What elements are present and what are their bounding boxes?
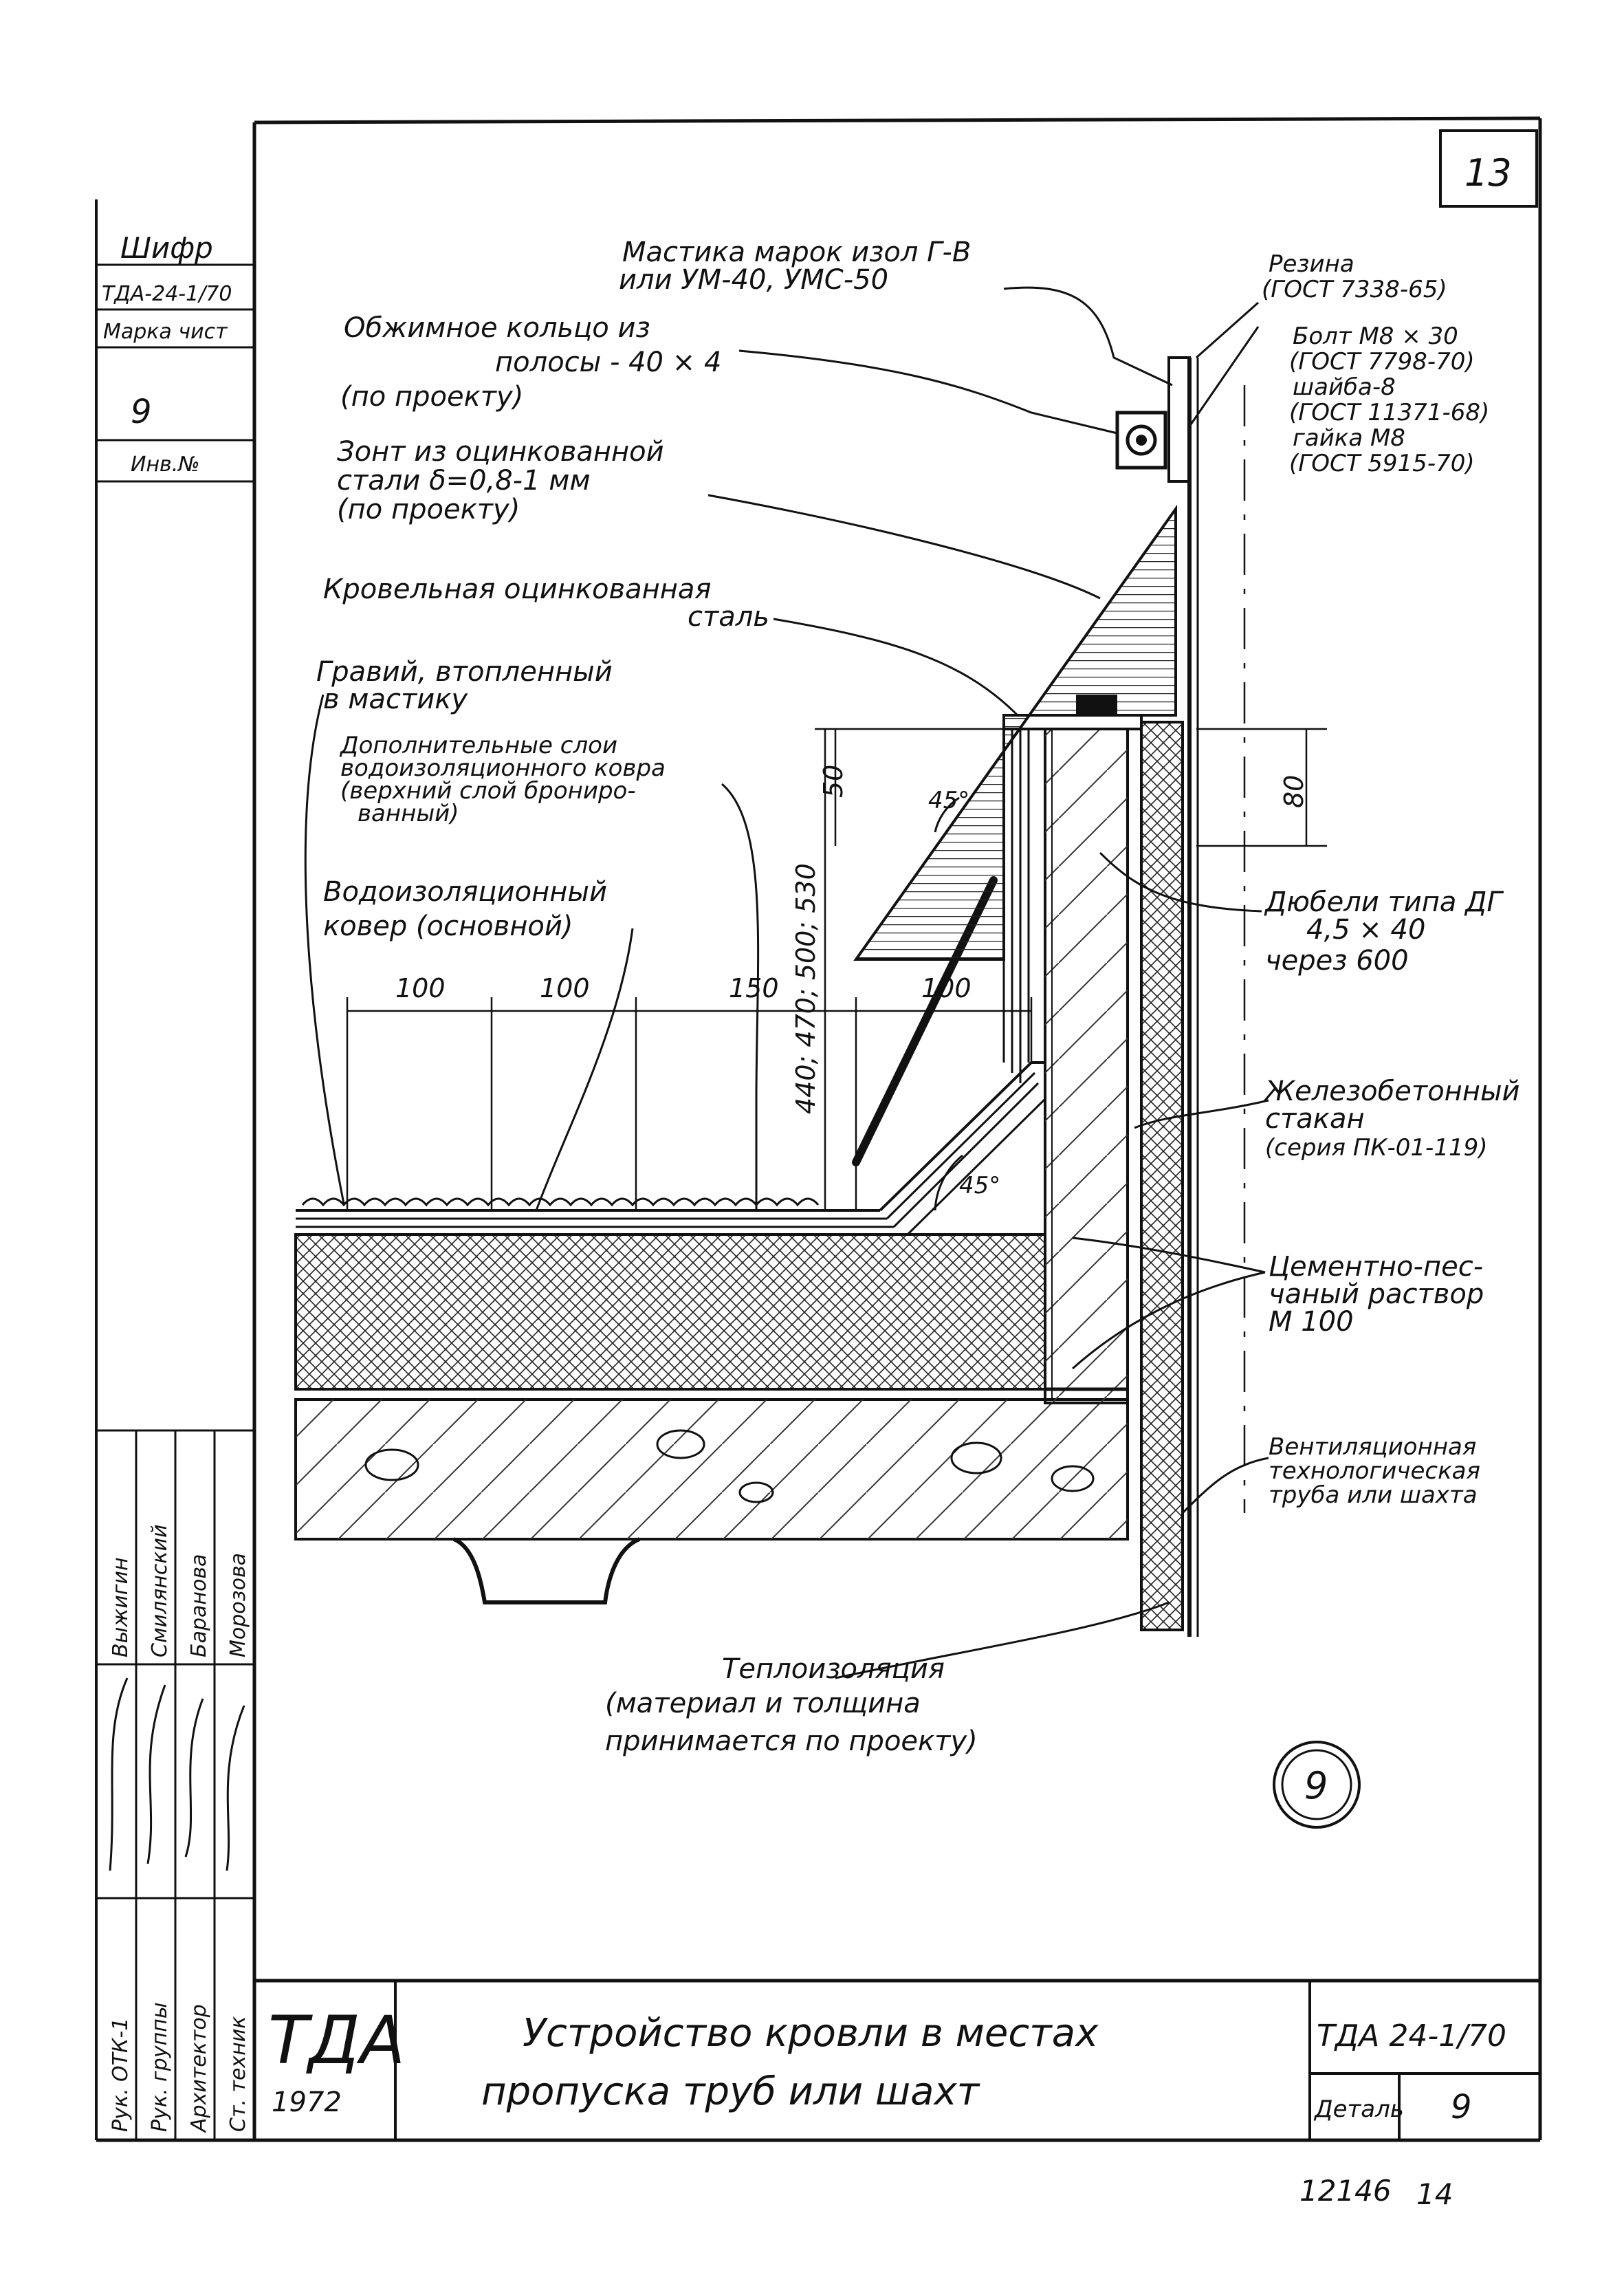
callout-vent-2: технологическая [1269,1457,1480,1485]
callout-teplo-2: (материал и толщина [605,1688,921,1719]
callout-ring-1: Обжимное кольцо из [344,312,650,344]
detail-marker: 9 [1273,1741,1361,1829]
footer-left-number: 12146 [1299,2174,1392,2208]
thermal-insulation [294,1233,1046,1391]
page-number-box: 13 [1439,129,1538,208]
callout-krovel-2: сталь [688,601,769,633]
staff-name-4: Морозова [226,1553,250,1657]
drawing-code: ТДА 24-1/70 [1317,2018,1506,2054]
shifr-value: ТДА-24-1/70 [102,282,232,306]
callout-dop-1: Дополнительные слои [339,732,617,759]
marka-label: Марка чист [103,320,228,344]
staff-role-1: Рук. ОТК-1 [109,2018,133,2132]
staff-name-1: Выжигин [109,1557,133,1657]
detail-marker-label: 9 [1304,1764,1328,1807]
marka-value: 9 [131,393,152,431]
callout-vodo-2: ковер (основной) [323,911,573,942]
dim-150: 150 [729,973,779,1003]
callout-vodo-1: Водоизоляционный [323,876,607,908]
staff-role-3: Архитектор [187,2004,211,2133]
callout-stakan-3: (серия ПК-01-119) [1265,1134,1487,1162]
angle-45-bottom: 45° [959,1172,1000,1199]
leader-lines [304,286,1269,1679]
callout-dyubel-3: через 600 [1265,945,1409,977]
clamp-ring [1115,356,1191,483]
callout-dop-4: ванный) [358,800,459,827]
concrete-glass [1044,728,1129,1404]
callout-cement-1: Цементно-пес- [1269,1251,1483,1283]
shifr-label: Шифр [120,231,213,265]
callout-rezina-1: Резина [1269,250,1354,278]
callout-bolt-4: (ГОСТ 11371-68) [1289,399,1489,426]
dim-100-a: 100 [395,973,446,1003]
callout-vent-1: Вентиляционная [1269,1433,1476,1461]
callout-gravij-1: Гравий, втопленный [316,656,613,688]
side-stamp: Шифр ТДА-24-1/70 Марка чист 9 Инв.№ [96,231,254,483]
staff-role-2: Рук. группы [148,2002,172,2132]
callout-cement-3: М 100 [1269,1306,1354,1338]
callout-zont-1: Зонт из оцинкованной [337,436,664,468]
callout-dyubel-2: 4,5 × 40 [1306,914,1425,946]
title-line-1: Устройство кровли в местах [523,2011,1099,2056]
callout-teplo-1: Теплоизоляция [722,1653,945,1685]
staff-stamp: Рук. ОТК-1 Рук. группы Архитектор Ст. те… [96,1429,254,2140]
callout-teplo-3: принимается по проекту) [605,1726,978,1757]
callout-dop-3: (верхний слой брониро- [340,777,636,805]
logo: ТДА [268,2002,405,2079]
staff-role-4: Ст. техник [226,2016,250,2132]
dim-100-b: 100 [540,973,590,1003]
callout-bolt-2: (ГОСТ 7798-70) [1289,348,1475,375]
callout-stakan-1: Железобетонный [1263,1076,1520,1107]
callout-rezina-2: (ГОСТ 7338-65) [1262,276,1447,303]
callout-krovel-1: Кровельная оцинкованная [323,574,711,605]
footer-right-number: 14 [1416,2177,1453,2211]
staff-name-2: Смилянский [148,1524,172,1657]
angle-45-top: 45° [928,787,969,814]
callout-cement-2: чаный раствор [1269,1278,1484,1310]
callout-mastika-2: или УМ-40, УМС-50 [619,264,888,296]
callout-ring-3: (по проекту) [340,381,523,413]
callouts: Мастика марок изол Г-В или УМ-40, УМС-50… [316,237,1520,1757]
dim-80: 80 [1279,775,1309,808]
dim-50: 50 [818,765,848,798]
title-line-2: пропуска труб или шахт [481,2069,980,2114]
callout-dop-2: водоизоляционного ковра [340,754,666,782]
callout-mastika-1: Мастика марок изол Г-В [622,237,971,268]
detail-value: 9 [1451,2088,1472,2126]
callout-gravij-2: в мастику [323,684,468,715]
callout-bolt-6: (ГОСТ 5915-70) [1289,450,1475,477]
title-block: ТДА 1972 Устройство кровли в местах проп… [254,1979,1540,2140]
callout-dyubel-1: Дюбели типа ДГ [1264,886,1504,918]
callout-bolt-5: гайка М8 [1293,424,1405,452]
callout-zont-2: стали δ=0,8-1 мм [337,465,591,497]
umbrella [853,504,1177,961]
sheet-frame [95,116,1542,2142]
dimension-lines [346,728,1327,1211]
callout-bolt-3: шайба-8 [1293,373,1396,401]
page-number: 13 [1464,151,1512,195]
callout-stakan-2: стакан [1265,1103,1365,1135]
year: 1972 [272,2087,342,2118]
callout-ring-2: полосы - 40 × 4 [495,347,721,378]
dim-height: 440; 470; 500; 530 [791,863,821,1114]
signature-scribbles [109,1677,245,1871]
staff-name-3: Баранова [187,1554,211,1657]
callout-vent-3: труба или шахта [1269,1481,1478,1509]
concrete-slab [294,1398,1129,1604]
callout-bolt-1: Болт М8 × 30 [1293,323,1458,350]
inv-label: Инв.№ [131,453,199,477]
dim-100-c: 100 [921,973,972,1003]
callout-zont-3: (по проекту) [337,494,520,525]
vent-shaft [1140,358,1246,1637]
detail-label: Деталь [1313,2096,1404,2123]
